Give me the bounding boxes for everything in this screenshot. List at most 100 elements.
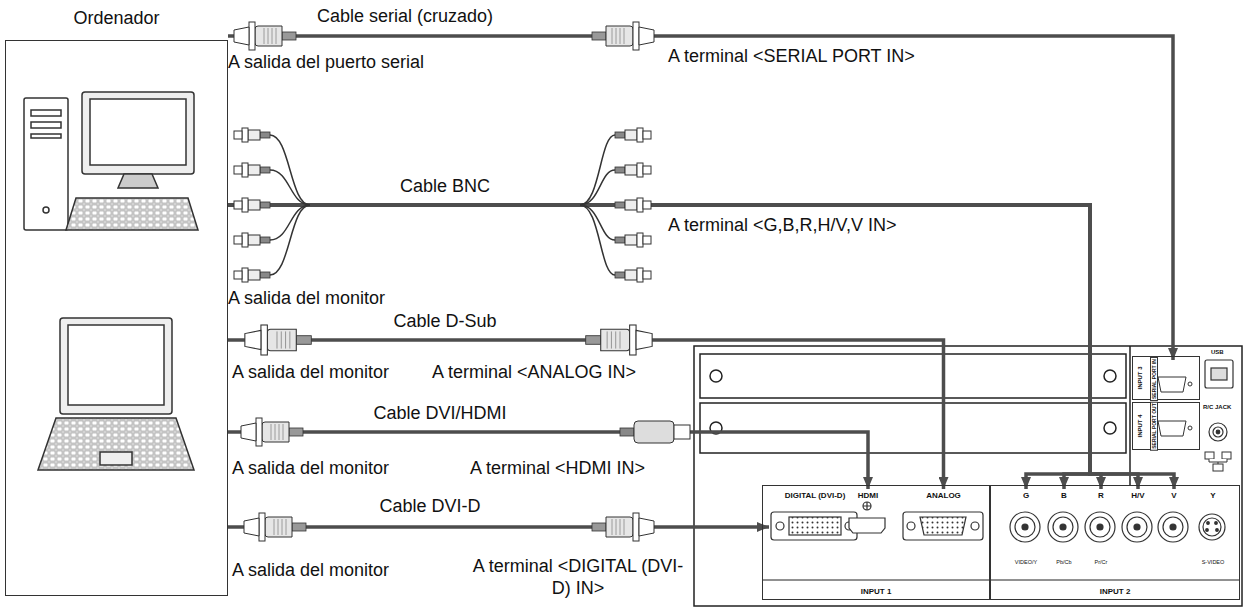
bnc-plugs: [615, 198, 651, 212]
signal-label: Pb/Cb: [1056, 559, 1071, 565]
dvi-socket: [789, 517, 841, 535]
desktop-computer: [82, 92, 194, 174]
bnc-sockets: [1127, 517, 1147, 537]
bnc-plugs: [615, 268, 651, 282]
dvi-socket: [771, 512, 857, 540]
terminal-label: INPUT 3: [1137, 366, 1143, 389]
signal-label: S-VIDEO: [1202, 559, 1225, 565]
d-sub-plugs: [586, 325, 652, 355]
dvi-hdmi-plugs: [241, 418, 303, 446]
laptop-computer: [100, 452, 132, 465]
input-panel: INPUT 3 SERIAL PORT IN: [1132, 356, 1200, 400]
laptop-computer: [38, 318, 194, 470]
serial-out-terminal: SERIAL PORT OUT: [1147, 406, 1199, 446]
remote-jack: [1209, 423, 1227, 441]
laptop-computer: [68, 325, 164, 405]
terminal-label: G: [1023, 491, 1029, 566]
terminal-label: H/V: [1131, 491, 1144, 566]
lan-symbol: [1222, 452, 1231, 459]
desktop-computer: [24, 98, 68, 230]
bnc-terminal: H/V: [1120, 489, 1156, 569]
computer-box: Ordenador: [5, 40, 228, 596]
bnc-sockets: [1163, 517, 1183, 537]
bnc-plugs: [234, 233, 270, 247]
dvi-socket: [771, 512, 857, 540]
signal-label: Pr/Cr: [1095, 559, 1108, 565]
lan-symbol: [1205, 452, 1214, 459]
s-video-socket: [1215, 522, 1218, 525]
desktop-computer: [31, 134, 61, 138]
bnc-fan: [270, 135, 310, 205]
terminal-label: Y: [1210, 491, 1215, 566]
terminal-label: INPUT 2: [1100, 587, 1131, 596]
lan-symbol: [1213, 464, 1223, 471]
dvi-d-plugs: [244, 513, 306, 541]
laptop-computer: [60, 318, 172, 414]
bnc-plugs: [615, 128, 651, 142]
terminal-label: SERIAL PORT OUT: [1150, 401, 1158, 450]
connection-note: A salida del monitor: [232, 458, 389, 480]
connection-note: A terminal <ANALOG IN>: [432, 362, 636, 384]
analog-terminal: ANALOG: [901, 489, 986, 545]
port-label: USB: [1211, 349, 1224, 356]
terminal-label: SERIAL PORT IN: [1150, 357, 1158, 401]
projector-panel: [700, 354, 1126, 398]
input-panel: INPUT 4SERIAL PORT OUT: [1132, 402, 1200, 450]
bnc-fan: [270, 205, 310, 240]
desktop-computer: [90, 99, 186, 165]
desktop-computer: [118, 174, 158, 188]
bnc-plugs: [234, 198, 270, 212]
d-sub-plugs: [245, 325, 311, 355]
input-group: INPUT 1 DIGITAL (DVI-D)HDMI ANALOG: [762, 485, 990, 600]
desktop-computer: [31, 122, 61, 128]
terminal-label: R: [1098, 491, 1104, 566]
bnc-plugs: [234, 163, 270, 177]
bnc-sockets: [1158, 512, 1188, 542]
s-video-socket: [1199, 514, 1225, 540]
cable-name: Cable D-Sub: [390, 311, 499, 332]
bnc-plugs: [234, 233, 270, 247]
connection-note: A salida del puerto serial: [228, 52, 424, 74]
analog-socket: [971, 522, 979, 530]
cable-connector: [228, 36, 1173, 360]
bnc-fan: [270, 205, 310, 275]
usb-port: [1211, 368, 1227, 380]
dvi-terminal: DIGITAL (DVI-D): [769, 489, 861, 545]
terminal-label: B: [1061, 491, 1067, 566]
port-label: R/C JACK: [1203, 404, 1231, 411]
bnc-sockets: [1085, 512, 1115, 542]
terminal-label: Ordenador: [73, 8, 159, 29]
terminal-label: ANALOG: [926, 491, 961, 542]
analog-socket: [903, 512, 983, 540]
connection-note: A salida del monitor: [232, 560, 389, 582]
connection-note: A salida del monitor: [232, 362, 389, 384]
laptop-computer: [38, 418, 194, 470]
terminal-label: INPUT 1: [861, 587, 892, 596]
s-video-socket: [1216, 529, 1219, 532]
s-video-socket: [1203, 518, 1221, 536]
bnc-terminal: GVIDEO/Y: [1008, 489, 1044, 569]
bnc-plugs: [234, 128, 651, 282]
dvi-hdmi-plugs: [620, 421, 690, 443]
cable-connector: [228, 205, 1101, 489]
serial-sockets: [1188, 382, 1192, 386]
signal-label: VIDEO/Y: [1015, 559, 1037, 565]
bnc-sockets: [1010, 512, 1188, 542]
d-sub-plugs: [245, 325, 311, 355]
cable-connector: [228, 340, 944, 489]
hdmi-terminal: HDMI: [847, 489, 889, 545]
projector-panel: [1104, 370, 1116, 382]
bnc-sockets: [1010, 512, 1040, 542]
s-video-socket: [1207, 522, 1210, 525]
analog-socket: [903, 512, 983, 540]
connection-note: A salida del monitor: [228, 288, 385, 310]
dvi-d-plugs: [244, 513, 654, 541]
bnc-terminal: BPb/Cb: [1046, 489, 1082, 569]
serial-plugs: [234, 22, 296, 50]
serial-sockets: [1152, 377, 1192, 436]
usb-port: [1205, 360, 1233, 388]
bnc-plugs: [615, 233, 651, 247]
bnc-sockets: [1022, 524, 1028, 530]
